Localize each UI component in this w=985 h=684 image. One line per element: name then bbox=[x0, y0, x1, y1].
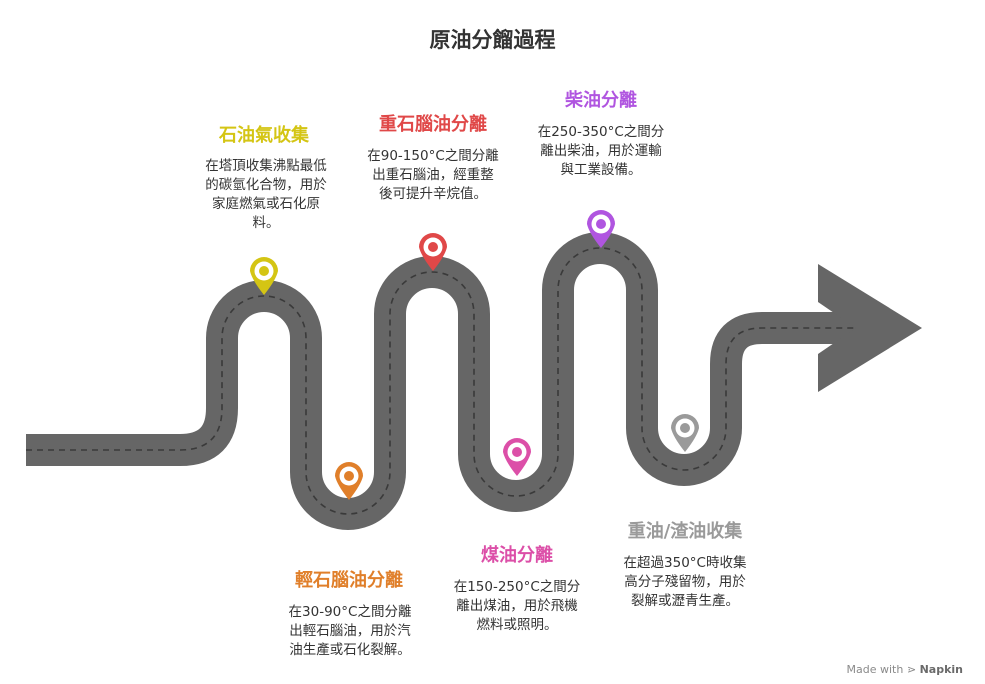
stage-desc-residue: 在超過350°C時收集高分子殘留物，用於裂解或瀝青生產。 bbox=[624, 554, 747, 611]
stage-desc-kerosene: 在150-250°C之間分離出煤油，用於飛機燃料或照明。 bbox=[454, 578, 581, 635]
stage-title-light-naphtha: 輕石腦油分離 bbox=[295, 570, 403, 591]
stage-title-diesel: 柴油分離 bbox=[565, 90, 637, 111]
stage-desc-line: 的碳氫化合物，用於 bbox=[205, 177, 327, 193]
stage-markers bbox=[250, 210, 699, 500]
stage-desc-diesel: 在250-350°C之間分離出柴油，用於運輸與工業設備。 bbox=[538, 123, 665, 180]
stage-title-lpg: 石油氣收集 bbox=[219, 125, 309, 146]
stage-desc-line: 燃料或照明。 bbox=[476, 617, 558, 633]
stage-desc-line: 在塔頂收集沸點最低 bbox=[205, 158, 327, 174]
napkin-logo-icon: ⋗ bbox=[906, 663, 917, 676]
stage-desc-line: 在超過350°C時收集 bbox=[623, 555, 747, 571]
map-pin-icon bbox=[250, 257, 278, 295]
road-body bbox=[26, 232, 860, 530]
stage-desc-line: 裂解或瀝青生產。 bbox=[630, 593, 739, 609]
stage-desc-line: 離出柴油，用於運輸 bbox=[540, 143, 662, 159]
stage-desc-line: 料。 bbox=[252, 215, 280, 231]
stage-desc-line: 與工業設備。 bbox=[560, 162, 642, 178]
map-pin-icon bbox=[503, 438, 531, 476]
stage-desc-light-naphtha: 在30-90°C之間分離出輕石腦油，用於汽油生產或石化裂解。 bbox=[289, 603, 412, 660]
stage-desc-line: 在250-350°C之間分 bbox=[537, 124, 665, 140]
winding-road bbox=[26, 232, 922, 530]
stage-desc-line: 在150-250°C之間分 bbox=[453, 579, 581, 595]
map-pin-icon bbox=[671, 414, 699, 452]
watermark: Made with ⋗ Napkin bbox=[847, 663, 963, 676]
stage-desc-line: 後可提升辛烷值。 bbox=[379, 186, 487, 202]
page-title: 原油分餾過程 bbox=[429, 28, 556, 52]
stage-desc-heavy-naphtha: 在90-150°C之間分離出重石腦油，經重整後可提升辛烷值。 bbox=[367, 147, 499, 204]
watermark-prefix: Made with bbox=[846, 663, 904, 676]
stage-desc-line: 高分子殘留物，用於 bbox=[624, 574, 746, 590]
map-pin-icon bbox=[587, 210, 615, 248]
map-pin-icon bbox=[419, 233, 447, 271]
stage-desc-line: 油生產或石化裂解。 bbox=[289, 642, 411, 658]
stage-title-heavy-naphtha: 重石腦油分離 bbox=[379, 114, 487, 135]
stage-desc-line: 在30-90°C之間分離 bbox=[288, 604, 412, 620]
stage-title-residue: 重油/渣油收集 bbox=[627, 521, 743, 542]
map-pin-icon bbox=[335, 462, 363, 500]
stage-desc-line: 出輕石腦油，用於汽 bbox=[289, 623, 411, 639]
watermark-brand: Napkin bbox=[919, 663, 963, 676]
stage-desc-line: 在90-150°C之間分離 bbox=[367, 148, 499, 164]
stage-desc-lpg: 在塔頂收集沸點最低的碳氫化合物，用於家庭燃氣或石化原料。 bbox=[205, 157, 327, 233]
stage-desc-line: 離出煤油，用於飛機 bbox=[456, 598, 578, 614]
stage-desc-line: 出重石腦油，經重整 bbox=[372, 167, 494, 183]
arrow-right-icon bbox=[818, 264, 922, 392]
stage-title-kerosene: 煤油分離 bbox=[481, 545, 553, 566]
road-center-dashes bbox=[26, 247, 860, 515]
stage-desc-line: 家庭燃氣或石化原 bbox=[212, 196, 320, 212]
